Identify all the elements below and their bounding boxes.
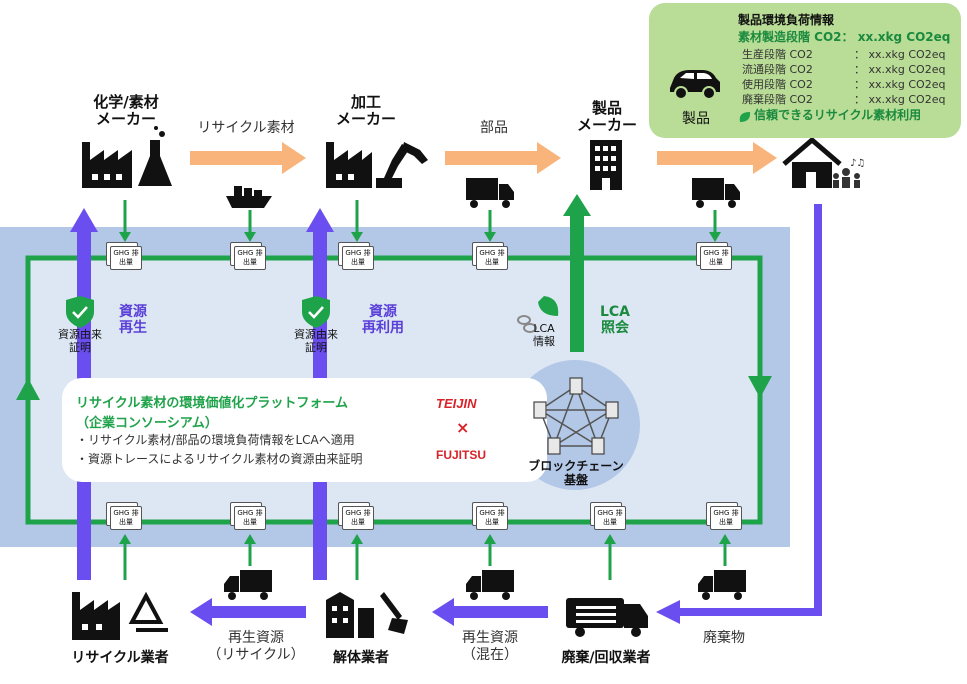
row-value: ： xx.xkg CO2eq (854, 78, 946, 91)
lca-query-arrow (570, 214, 584, 352)
row-value: xx.xkg CO2eq (857, 30, 951, 44)
teijin-logo: TEIJIN (436, 396, 477, 411)
flow-recycled-material: リサイクル素材 (197, 120, 295, 136)
resource-regen-label: 資源 再生 (119, 304, 147, 337)
platform-subtitle: （企業コンソーシアム） (76, 416, 218, 431)
product-info-row-1: 生産段階 CO2 ： xx.xkg CO2eq (742, 47, 945, 62)
actor-product-maker: 製品 メーカー (576, 99, 637, 135)
ship-icon (226, 186, 272, 208)
robot-arm-icon (376, 142, 428, 188)
actor-dismantler: 解体業者 (333, 650, 389, 666)
logo-cross: × (456, 418, 470, 437)
row-label: 流通段階 CO2 (742, 63, 813, 76)
flow-regen-recycle: 再生資源 （リサイクル） (207, 630, 305, 663)
row-label: 生産段階 CO2 (742, 48, 813, 61)
car-icon (670, 70, 720, 100)
blockchain-network-icon (533, 377, 619, 455)
blockchain-label: ブロックチェーン 基盤 (528, 459, 624, 487)
row-label: 使用段階 CO2 (742, 78, 813, 91)
ghg-box: GHG 排出量 (230, 502, 270, 532)
ghg-box: GHG 排出量 (472, 242, 512, 272)
ghg-box: GHG 排出量 (706, 502, 746, 532)
product-info-row-4: 廃棄段階 CO2 ： xx.xkg CO2eq (742, 92, 945, 107)
platform-bullet-2: ・資源トレースによるリサイクル素材の資源由来証明 (76, 452, 363, 466)
ghg-connectors (119, 200, 731, 580)
ghg-box: GHG 排出量 (230, 242, 270, 272)
shield-icon-regen (66, 296, 94, 328)
shield-icon-reuse (302, 296, 330, 328)
platform-title: リサイクル素材の環境価値化プラットフォーム (76, 396, 348, 411)
product-info-row-2: 流通段階 CO2 ： xx.xkg CO2eq (742, 62, 945, 77)
ghg-box: GHG 排出量 (106, 242, 146, 272)
fujitsu-logo: FUJITSU (436, 448, 487, 462)
platform-card (62, 378, 547, 482)
actor-chem-maker: 化学/素材 メーカー (93, 93, 159, 129)
ghg-box: GHG 排出量 (696, 242, 736, 272)
resource-reuse-label: 資源 再利用 (362, 304, 404, 337)
factory-icon-recycler (72, 592, 120, 640)
house-icon: ♪♫ (782, 136, 865, 188)
building-icon (590, 140, 622, 190)
product-info-title: 製品環境負荷情報 (738, 13, 835, 27)
demolition-icon (326, 592, 408, 638)
flow-parts: 部品 (480, 120, 508, 136)
ghg-box: GHG 排出量 (472, 502, 512, 532)
orange-arrows (190, 142, 777, 174)
platform-bullet-1: ・リサイクル素材/部品の環境負荷情報をLCAへ適用 (76, 433, 355, 447)
loop-arrow-down (748, 376, 772, 398)
ghg-box: GHG 排出量 (590, 502, 630, 532)
garbage-truck-icon (566, 598, 648, 637)
lca-query-label: LCA 照会 (599, 304, 631, 337)
flask-icon (138, 126, 172, 186)
row-label: 素材製造段階 CO2： (738, 30, 854, 44)
ghg-box: GHG 排出量 (106, 502, 146, 532)
row-value: ： xx.xkg CO2eq (854, 48, 946, 61)
product-info-row-3: 使用段階 CO2 ： xx.xkg CO2eq (742, 77, 945, 92)
flow-regen-mixed: 再生資源 （混在） (462, 630, 518, 663)
bubble-pad (724, 18, 738, 32)
origin-proof-label-2: 資源由来 証明 (294, 328, 338, 355)
product-info-row-0: 素材製造段階 CO2： xx.xkg CO2eq (738, 30, 950, 45)
leaf-icon (739, 112, 751, 122)
origin-proof-label-1: 資源由来 証明 (58, 328, 102, 355)
lca-query-arrowhead (563, 194, 591, 216)
flow-waste: 廃棄物 (703, 630, 745, 646)
actor-collector: 廃棄/回収業者 (561, 650, 651, 666)
factory-icon-chem (82, 142, 132, 188)
recycle-icon (128, 591, 168, 632)
row-label: 廃棄段階 CO2 (742, 93, 813, 106)
actor-processing-maker: 加工 メーカー (335, 93, 396, 129)
row-value: ： xx.xkg CO2eq (854, 63, 946, 76)
leaf-chain-icon (517, 296, 559, 333)
trusted-recycle-label: 信頼できるリサイクル素材利用 (754, 108, 922, 122)
product-car-label: 製品 (682, 111, 710, 127)
factory-icon-processing (326, 142, 372, 188)
actor-recycler: リサイクル業者 (71, 650, 169, 666)
ghg-box: GHG 排出量 (338, 502, 378, 532)
loop-arrow-up (16, 378, 40, 400)
svg-text:♪♫: ♪♫ (850, 158, 865, 169)
row-value: ： xx.xkg CO2eq (854, 93, 946, 106)
lca-info-label: LCA 情報 (533, 322, 555, 349)
truck-icons (224, 178, 746, 600)
ghg-box: GHG 排出量 (338, 242, 378, 272)
